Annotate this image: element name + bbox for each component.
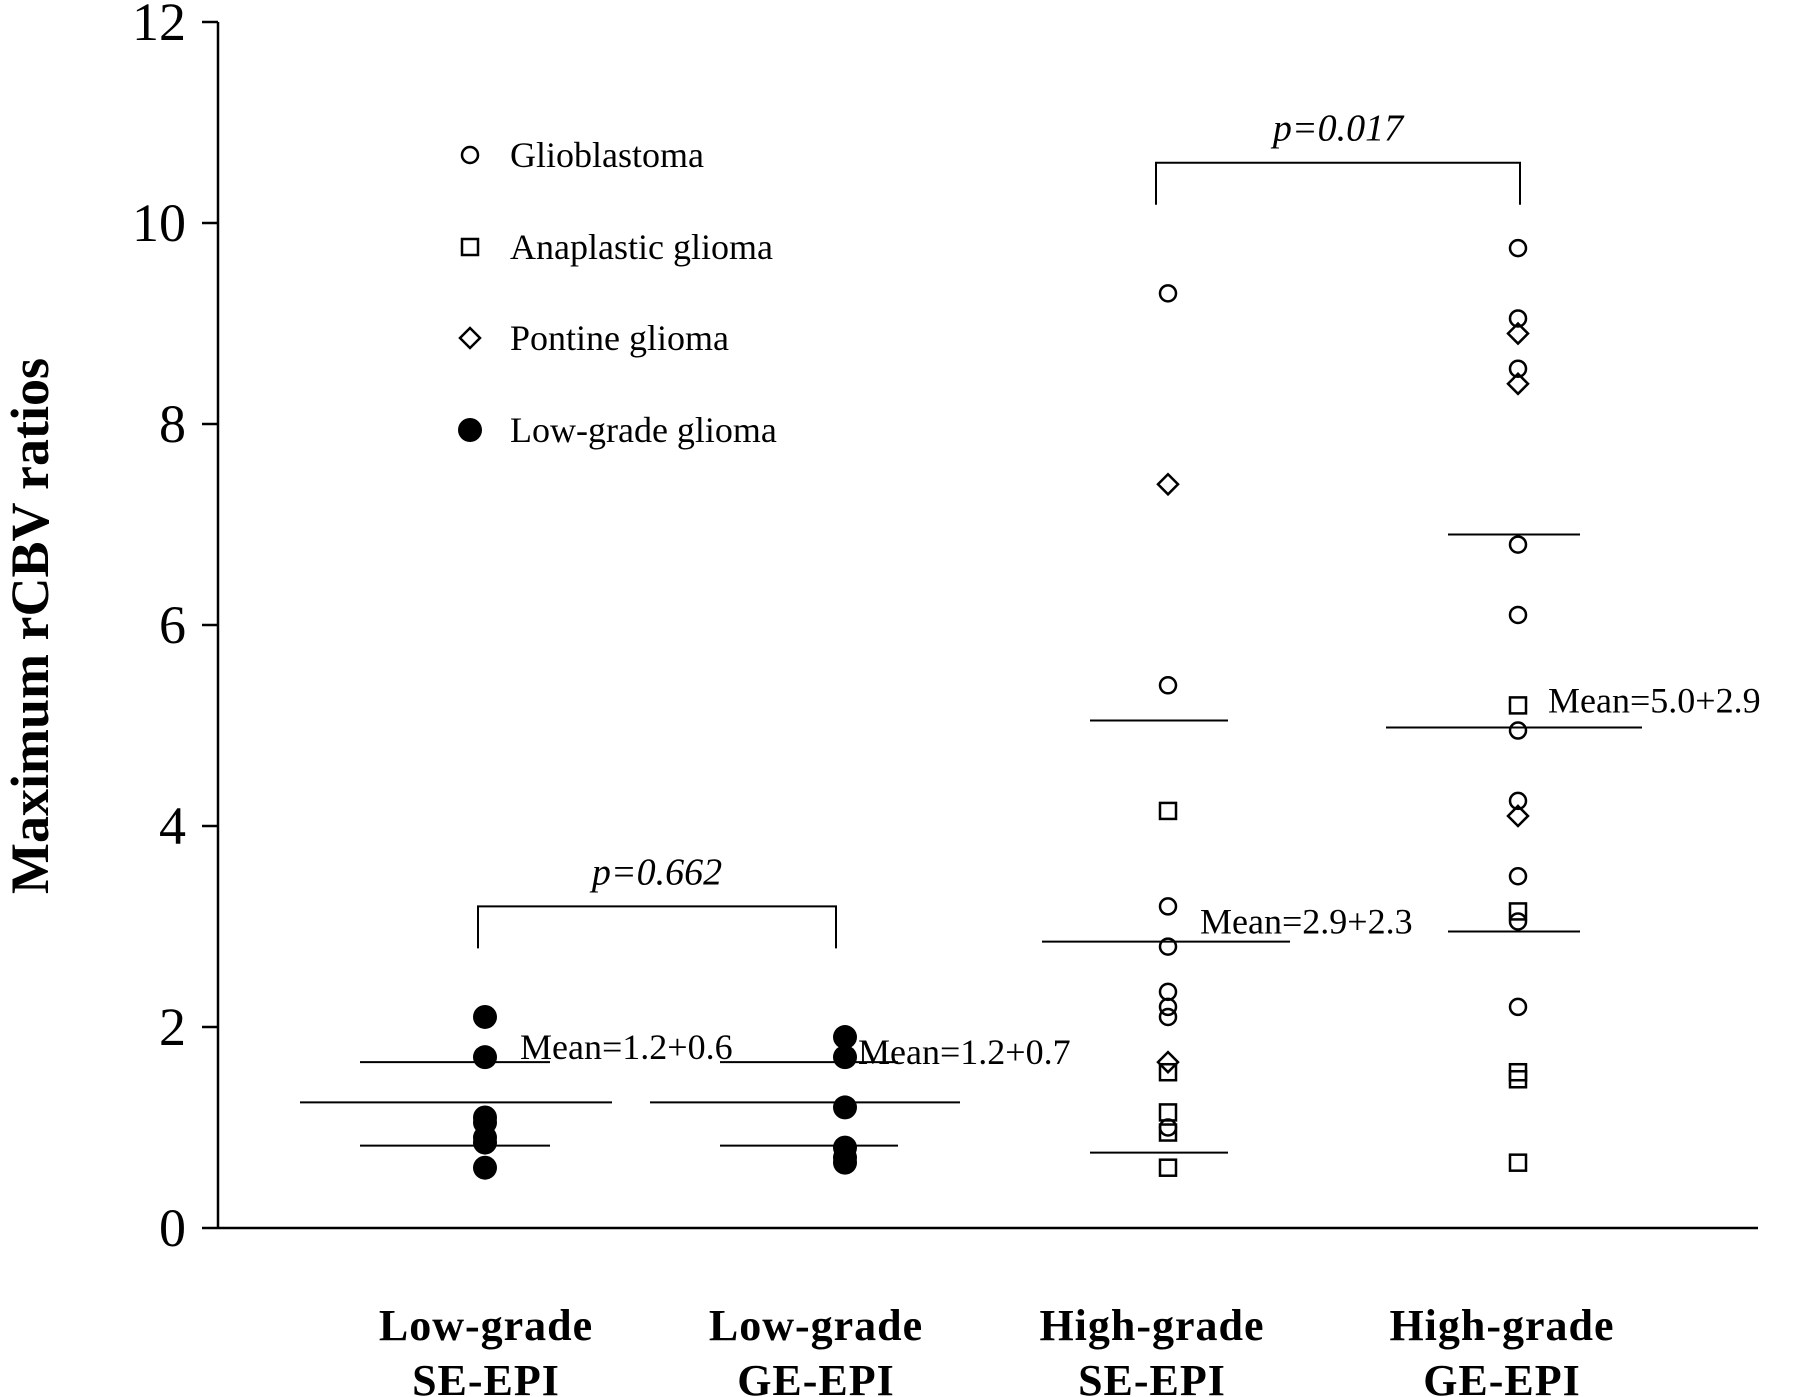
category-label-line2: SE-EPI: [412, 1356, 560, 1397]
data-point: [1508, 721, 1528, 740]
category-label-line1: Low-grade: [379, 1301, 593, 1350]
comparison-bracket: [1155, 161, 1521, 205]
y-tick-label: 6: [159, 595, 186, 655]
legend-label: Pontine glioma: [510, 318, 729, 358]
category-label-line1: High-grade: [1039, 1301, 1264, 1350]
mean-label: Mean=1.2+0.7: [858, 1032, 1071, 1072]
mean-label: Mean=5.0+2.9: [1548, 680, 1761, 720]
data-point: [1508, 997, 1528, 1017]
category-label-line1: Low-grade: [709, 1301, 923, 1350]
data-point: [1508, 791, 1528, 811]
data-point: [1158, 897, 1178, 916]
y-tick-label: 12: [132, 0, 186, 52]
y-tick-label: 2: [159, 997, 186, 1057]
mean-sd-lines: [300, 533, 1642, 1154]
data-point: [1506, 321, 1530, 346]
legend-label: Glioblastoma: [510, 135, 704, 175]
category-label-line2: GE-EPI: [737, 1356, 895, 1397]
data-point: [473, 1130, 497, 1155]
y-ticks: 0 2 4 6 8 10 12: [132, 0, 218, 1258]
category-label-line2: GE-EPI: [1423, 1356, 1581, 1397]
data-point: [1156, 472, 1180, 497]
data-point: [833, 1150, 857, 1175]
data-point: [1158, 801, 1178, 821]
data-point: [1158, 284, 1178, 303]
data-point: [1158, 1103, 1178, 1122]
data-point: [1508, 535, 1528, 554]
data-point: [1156, 1050, 1180, 1074]
data-point: [1508, 867, 1528, 886]
data-point: [1508, 912, 1528, 931]
data-point: [1508, 1070, 1528, 1089]
data-point: [1158, 676, 1178, 695]
y-tick-label: 0: [159, 1198, 186, 1258]
mean-labels: Mean=1.2+0.6 Mean=1.2+0.7 Mean=2.9+2.3 Mean…: [520, 680, 1761, 1072]
data-point: [473, 1155, 497, 1180]
data-point: [833, 1095, 857, 1120]
p-value-label: p=0.662: [589, 851, 722, 893]
mean-label: Mean=1.2+0.6: [520, 1027, 733, 1067]
data-point: [1158, 1118, 1178, 1137]
legend-marker: [460, 237, 480, 257]
legend-label: Low-grade glioma: [510, 410, 777, 450]
data-point: [1508, 1153, 1528, 1172]
y-tick-label: 8: [159, 394, 186, 454]
data-point: [1508, 359, 1528, 378]
comparison-brackets: p=0.662 p=0.017: [477, 108, 1521, 949]
data-point: [833, 1045, 857, 1070]
data-points: [473, 238, 1530, 1180]
y-tick-label: 10: [132, 193, 186, 253]
data-point: [473, 1045, 497, 1070]
data-point: [473, 1004, 497, 1029]
data-point: [1506, 372, 1530, 396]
y-axis-label: Maximum rCBV ratios: [0, 358, 60, 894]
p-value-label: p=0.017: [1270, 108, 1405, 150]
data-point: [1508, 696, 1528, 715]
data-point: [1158, 1158, 1178, 1177]
data-point: [1508, 605, 1528, 625]
legend-marker: [458, 326, 482, 350]
data-point: [1158, 1007, 1178, 1027]
data-point: [1158, 1062, 1178, 1082]
legend-marker: [460, 145, 480, 165]
data-point: [1508, 309, 1528, 328]
data-point: [1158, 982, 1178, 1002]
data-point: [1506, 804, 1530, 828]
mean-label: Mean=2.9+2.3: [1200, 901, 1413, 941]
data-point: [1508, 238, 1528, 258]
data-point: [1158, 997, 1178, 1017]
data-point: [1508, 902, 1528, 921]
data-point: [1158, 937, 1178, 956]
comparison-bracket: [477, 905, 837, 949]
legend-marker: [458, 418, 482, 442]
legend-label: Anaplastic glioma: [510, 227, 773, 267]
data-point: [1158, 1123, 1178, 1142]
data-point: [833, 1025, 857, 1050]
y-tick-label: 4: [159, 796, 186, 856]
category-label-line1: High-grade: [1389, 1301, 1614, 1350]
category-label-line2: SE-EPI: [1078, 1356, 1226, 1397]
